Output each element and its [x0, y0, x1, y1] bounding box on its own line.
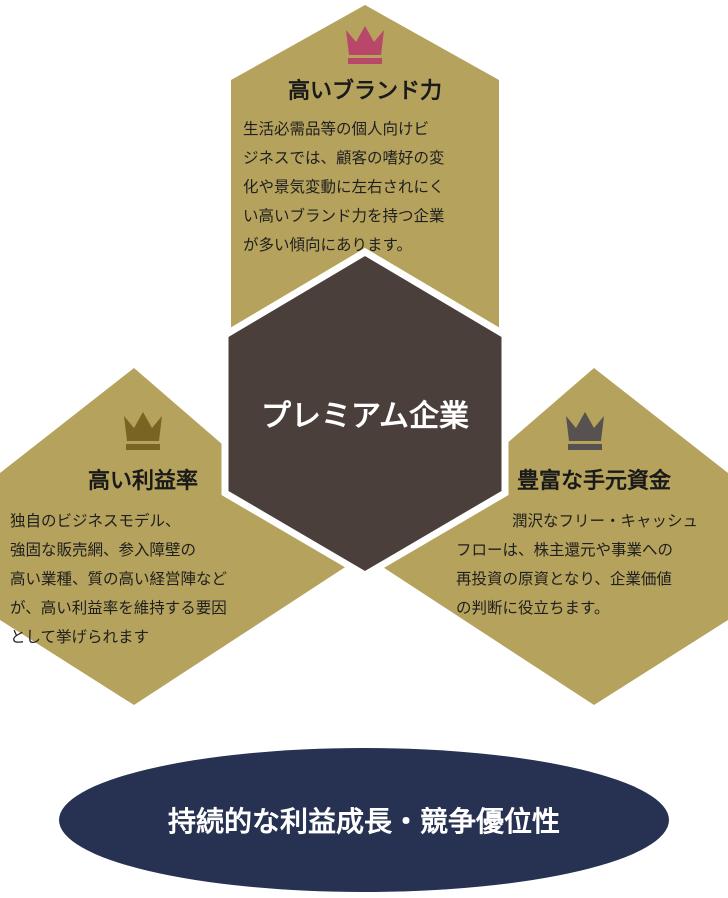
crown-icon — [124, 412, 162, 450]
crown-icon — [346, 26, 384, 64]
top-line: が多い傾向にあります。 — [243, 236, 412, 254]
top-line: ジネスでは、顧客の嗜好の変 — [243, 149, 445, 167]
right-line: の判断に役立ちます。 — [456, 599, 609, 617]
crown-icon — [566, 412, 604, 450]
left-line: 強固な販売網、参入障壁の — [10, 541, 196, 559]
left-line: が、高い利益率を維持する要因 — [10, 599, 227, 617]
bottom-label: 持続的な利益成長・競争優位性 — [168, 805, 560, 838]
left-title: 高い利益率 — [88, 468, 198, 494]
left-line: として挙げられます — [10, 628, 149, 646]
top-line: い高いブランド力を持つ企業 — [243, 206, 445, 225]
left-hexagon — [0, 368, 356, 705]
left-line: 高い業種、質の高い経営陣など — [10, 570, 228, 588]
right-hexagon — [372, 368, 728, 705]
right-line: 再投資の原資となり、企業価値 — [456, 570, 672, 588]
bottom-ellipse — [59, 748, 669, 892]
top-line: 生活必需品等の個人向けビ — [243, 120, 429, 138]
top-title: 高いブランド力 — [288, 78, 442, 104]
top-line: 化や景気変動に左右されにく — [243, 178, 444, 196]
center-hexagon — [221, 247, 509, 580]
right-line: 潤沢なフリー・キャッシュ — [512, 512, 698, 530]
left-line: 独自のビジネスモデル、 — [10, 511, 181, 530]
right-title: 豊富な手元資金 — [517, 468, 672, 494]
right-line: フローは、株主還元や事業への — [456, 541, 673, 559]
center-label: プレミアム企業 — [261, 399, 469, 434]
